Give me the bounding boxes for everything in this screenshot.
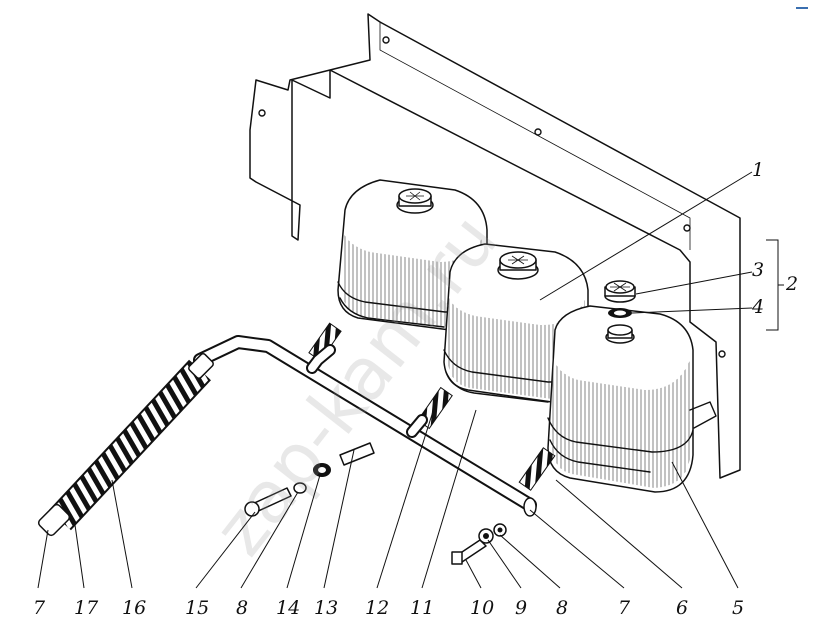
pipe-manifold	[193, 335, 537, 517]
callout-7-left: 7	[33, 597, 46, 619]
hardware-right	[451, 523, 507, 565]
callouts: 1 2 3 4 5 6 7 8 9 10 11 12 13 14 8 15 16…	[33, 159, 798, 619]
callout-11: 11	[410, 597, 434, 619]
callout-9: 9	[515, 597, 527, 619]
callout-14: 14	[276, 597, 300, 619]
callout-7-right: 7	[618, 597, 631, 619]
callout-3: 3	[752, 259, 764, 281]
filler-cap-exploded	[604, 280, 636, 303]
callout-2: 2	[785, 273, 798, 295]
hardware-left	[244, 442, 375, 517]
callout-5: 5	[732, 597, 744, 619]
callout-17: 17	[74, 597, 99, 619]
callout-6: 6	[676, 597, 688, 619]
leader-lines	[37, 171, 784, 589]
callout-10: 10	[470, 597, 494, 619]
reservoir-tank-right	[547, 305, 717, 493]
mounting-bracket	[249, 13, 741, 479]
callout-16: 16	[122, 597, 146, 619]
corrugated-hose	[37, 353, 214, 537]
callout-8-right: 8	[556, 597, 568, 619]
cap-gasket	[608, 308, 632, 318]
callout-8-left: 8	[236, 597, 248, 619]
callout-15: 15	[185, 597, 209, 619]
callout-4: 4	[751, 296, 764, 318]
callout-13: 13	[314, 597, 338, 619]
callout-1: 1	[752, 159, 764, 181]
callout-12: 12	[365, 597, 389, 619]
